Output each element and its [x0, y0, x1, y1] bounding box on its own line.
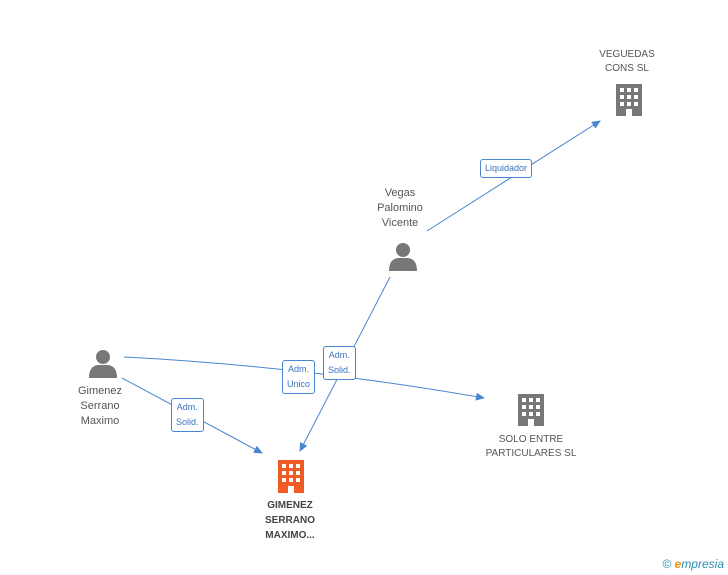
edge-tag-liquidador[interactable]: Liquidador: [480, 159, 533, 178]
edge-tag-line: Solid.: [328, 365, 351, 375]
node-label-line: Gimenez: [77, 385, 123, 397]
node-label-gimenez-serrano-maximo-person[interactable]: Gimenez Serrano Maximo: [60, 384, 140, 429]
node-label-gimenez-serrano-maximo-company[interactable]: GIMENEZ SERRANO MAXIMO...: [240, 498, 340, 543]
node-label-veguedas-cons-sl[interactable]: VEGUEDAS CONS SL: [580, 48, 674, 76]
node-label-solo-entre-particulares-sl[interactable]: SOLO ENTRE PARTICULARES SL: [476, 433, 586, 461]
edge-tag-adm-unico[interactable]: Adm. Unico: [282, 360, 316, 394]
node-label-line: GIMENEZ: [267, 500, 313, 511]
node-label-line: MAXIMO...: [265, 530, 315, 541]
empresia-watermark: © empresia: [662, 557, 724, 571]
main-company-building-icon[interactable]: [278, 460, 304, 493]
edge-tag-line: Adm.: [176, 402, 198, 412]
edge-tag-line: Solid.: [176, 417, 199, 427]
copyright-icon: ©: [662, 557, 672, 571]
node-label-line: CONS SL: [605, 63, 649, 74]
edge-tag-line: Adm.: [328, 350, 350, 360]
person-icon[interactable]: [389, 243, 417, 271]
node-label-line: SOLO ENTRE: [498, 434, 564, 445]
edge-tag-line: Adm.: [288, 364, 310, 374]
node-label-line: Palomino: [377, 202, 423, 214]
edge-tag-adm-solid-center[interactable]: Adm. Solid.: [323, 346, 356, 380]
building-icon[interactable]: [518, 394, 544, 426]
node-label-line: PARTICULARES SL: [485, 448, 577, 459]
node-label-line: VEGUEDAS: [599, 49, 655, 60]
edge-tag-adm-solid-left[interactable]: Adm. Solid.: [171, 398, 204, 432]
brand-logo-e: e: [674, 557, 682, 571]
node-label-line: Vicente: [381, 217, 419, 229]
edge-tag-line: Unico: [287, 379, 311, 389]
node-label-vegas-palomino-vicente[interactable]: Vegas Palomino Vicente: [360, 186, 440, 231]
node-label-line: SERRANO: [264, 515, 315, 526]
node-label-line: Vegas: [384, 187, 416, 199]
person-icon[interactable]: [89, 350, 117, 378]
node-label-line: Serrano: [80, 400, 120, 412]
node-label-line: Maximo: [80, 415, 120, 427]
building-icon[interactable]: [616, 84, 642, 116]
brand-logo-text: mpresia: [681, 557, 724, 571]
edge-tag-line: Liquidador: [485, 163, 528, 173]
